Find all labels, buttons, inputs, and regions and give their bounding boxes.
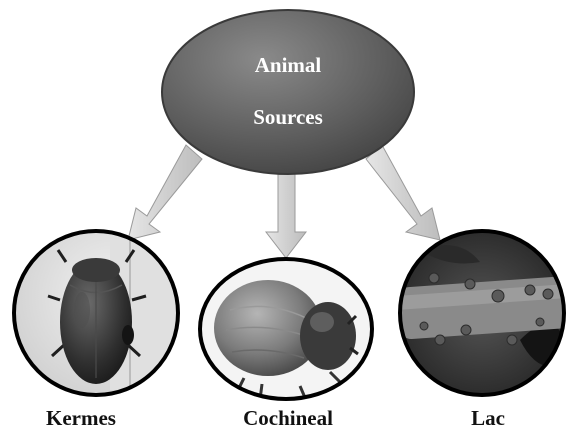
caption-lac: Lac [471,406,505,430]
animal-sources-hub: Animal Sources [162,10,414,174]
kermes-photo [14,231,200,395]
arrow-to-kermes [128,145,202,240]
cochineal-photo [200,259,372,400]
hub-label-line1: Animal [255,53,322,77]
caption-kermes: Kermes [46,406,116,430]
arrow-to-lac [366,145,440,240]
caption-cochineal: Cochineal [243,406,333,430]
hub-label-line2: Sources [253,105,323,129]
arrow-to-cochineal [266,172,306,258]
lac-photo [396,231,569,395]
